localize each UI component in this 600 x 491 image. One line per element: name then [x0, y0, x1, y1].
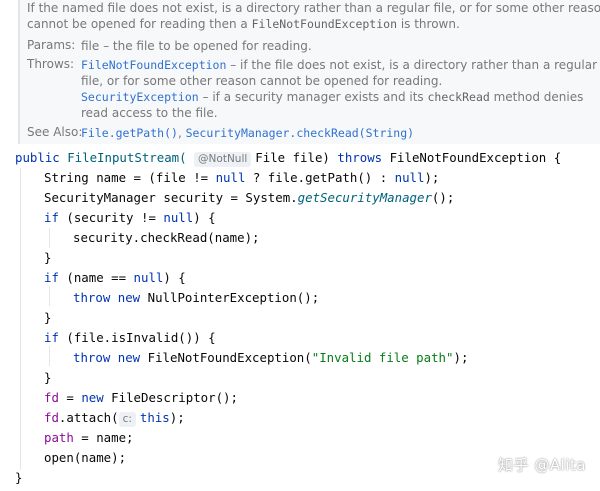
code-text: } — [15, 470, 23, 485]
field-name: fd — [44, 390, 59, 405]
code-line[interactable]: if (security != null) { — [44, 208, 216, 228]
indent-guide — [49, 228, 50, 248]
code-line[interactable]: } — [44, 368, 51, 388]
code-text: String name = (file != — [44, 170, 216, 185]
throws-label: Throws: — [27, 57, 75, 71]
field-name: path — [44, 430, 74, 445]
keyword: this — [139, 410, 170, 425]
keyword: new — [81, 390, 104, 405]
code-text: FileDescriptor(); — [103, 390, 238, 405]
params-text: file – the file to be opened for reading… — [81, 39, 312, 53]
keyword: throw — [73, 290, 118, 305]
code-text: } — [44, 250, 52, 265]
code-text: ); — [169, 410, 185, 425]
code-text: ) { — [193, 210, 216, 225]
indent-guide — [20, 168, 21, 470]
throws-line-3: SecurityException – if a security manage… — [81, 89, 583, 105]
doc-text: is thrown. — [397, 17, 460, 31]
code-text: File file) — [255, 150, 338, 165]
doc-text: method denies — [489, 90, 584, 104]
code-line[interactable]: security.checkRead(name); — [73, 228, 260, 248]
code-line[interactable]: open(name); — [44, 448, 126, 468]
see-also-label: See Also: — [27, 125, 83, 139]
method-name: FileInputStream( — [67, 150, 187, 165]
code-text: ); — [424, 170, 440, 185]
code-text: FileNotFoundException( — [140, 350, 312, 365]
keyword: throw — [73, 350, 118, 365]
static-method-call: getSecurityManager — [297, 190, 432, 205]
code-text: FileNotFoundException { — [382, 150, 562, 165]
keyword: new — [117, 290, 141, 305]
code-line[interactable]: path = name; — [44, 428, 134, 448]
keyword: null — [163, 210, 194, 225]
code-line[interactable]: } — [15, 468, 22, 488]
code-text: (name == — [58, 270, 134, 285]
code-text: = name; — [73, 430, 134, 445]
code-text: (file.isInvalid()) { — [58, 330, 216, 345]
code-text: security.checkRead(name); — [73, 230, 260, 245]
code-line[interactable]: throw new NullPointerException(); — [73, 288, 319, 308]
javadoc-panel — [18, 0, 600, 144]
code-text: NullPointerException(); — [140, 290, 320, 305]
code-text: ); — [453, 350, 469, 365]
indent-guide — [49, 286, 50, 306]
watermark: 知乎 @Alita — [498, 456, 586, 474]
code-line[interactable]: fd.attach(c:this); — [44, 408, 185, 428]
code-line[interactable]: if (name == null) { — [44, 268, 186, 288]
keyword: null — [394, 170, 425, 185]
code-line[interactable]: } — [44, 308, 51, 328]
doc-inline-code: FileNotFoundException — [251, 17, 397, 31]
securitymanager-checkread-link[interactable]: SecurityManager.checkRead(String) — [185, 126, 415, 140]
keyword: if — [44, 210, 59, 225]
code-line[interactable]: fd = new FileDescriptor(); — [44, 388, 238, 408]
code-text: .attach( — [58, 410, 119, 425]
doc-text: , — [177, 126, 186, 140]
code-line[interactable]: } — [44, 248, 51, 268]
doc-intro-line1: If the named file does not exist, is a d… — [27, 0, 600, 16]
code-text: } — [44, 370, 52, 385]
code-line[interactable]: throw new FileNotFoundException("Invalid… — [73, 348, 468, 368]
code-text: ) { — [163, 270, 186, 285]
keyword: public — [15, 150, 68, 165]
code-text: open(name); — [44, 450, 127, 465]
doc-text: If the named file does not exist, is a d… — [27, 1, 600, 15]
code-text: (security != — [58, 210, 164, 225]
keyword: if — [44, 330, 59, 345]
code-text: SecurityManager security = System. — [44, 190, 298, 205]
securityexception-link[interactable]: SecurityException — [81, 90, 199, 104]
filenotfoundexception-link[interactable]: FileNotFoundException — [81, 58, 227, 72]
inlay-hint: c: — [118, 412, 136, 427]
code-text: = — [58, 390, 82, 405]
code-line[interactable]: if (file.isInvalid()) { — [44, 328, 216, 348]
doc-text: – if the file does not exist, is a direc… — [226, 58, 598, 72]
keyword: null — [133, 270, 164, 285]
code-text: (); — [431, 190, 455, 205]
doc-text: – if a security manager exists and its — [198, 90, 428, 104]
keyword: if — [44, 270, 59, 285]
indent-guide — [49, 346, 50, 366]
file-getpath-link[interactable]: File.getPath() — [81, 126, 178, 140]
see-also-links: File.getPath(), SecurityManager.checkRea… — [81, 125, 414, 141]
keyword: null — [215, 170, 246, 185]
inlay-hint: @NotNull — [194, 152, 252, 167]
code-line[interactable]: String name = (file != null ? file.getPa… — [44, 168, 439, 188]
code-text: } — [44, 310, 52, 325]
throws-line-2: file, or for some other reason cannot be… — [81, 74, 443, 88]
code-line[interactable]: SecurityManager security = System.getSec… — [44, 188, 454, 208]
doc-intro-line2: cannot be opened for reading then a File… — [27, 16, 460, 32]
doc-text: cannot be opened for reading then a — [27, 17, 252, 31]
doc-inline-code: checkRead — [427, 90, 490, 104]
params-label: Params: — [27, 38, 76, 52]
code-text: ? file.getPath() : — [245, 170, 395, 185]
throws-line-4: read access to the file. — [81, 106, 218, 120]
throws-line-1: FileNotFoundException – if the file does… — [81, 57, 597, 73]
keyword: throws — [337, 150, 383, 165]
string-literal: "Invalid file path" — [311, 350, 454, 365]
field-name: fd — [44, 410, 59, 425]
keyword: new — [117, 350, 141, 365]
